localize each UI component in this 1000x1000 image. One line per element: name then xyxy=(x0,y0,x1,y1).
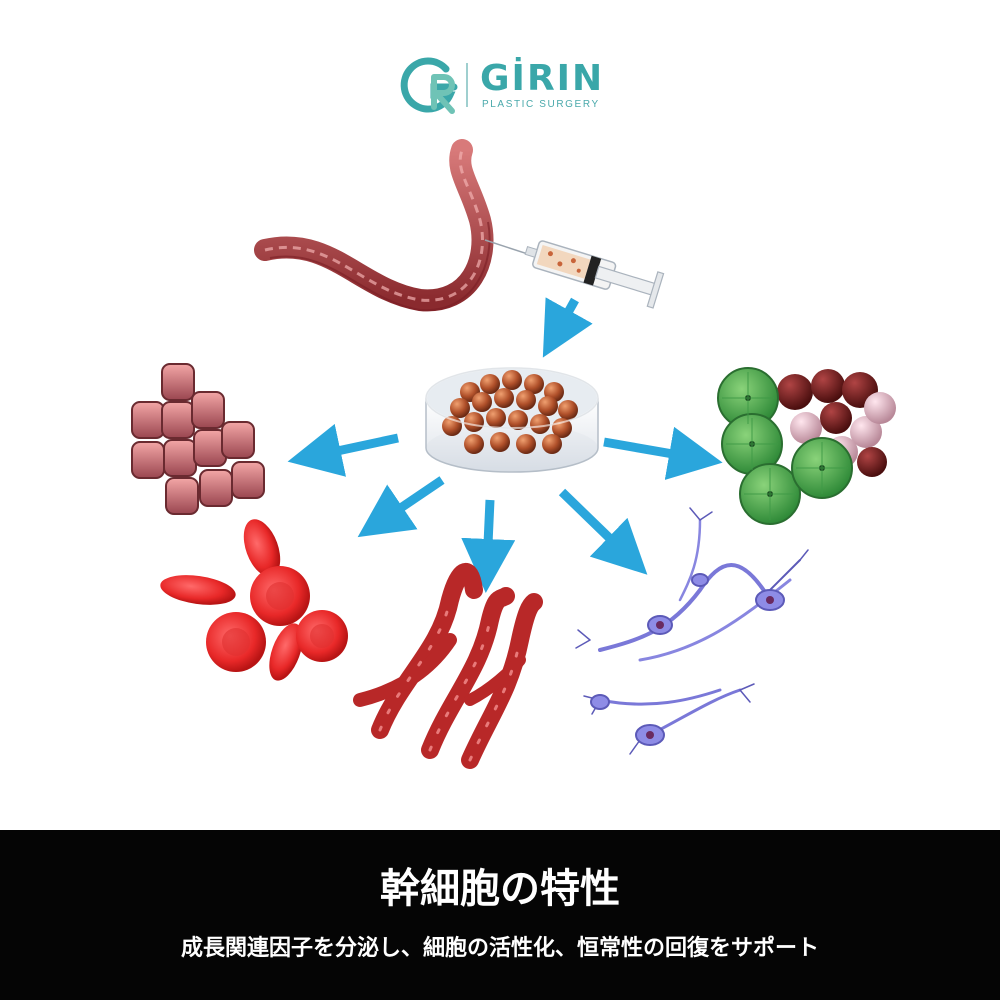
caption-subtitle: 成長関連因子を分泌し、細胞の活性化、恒常性の回復をサポート xyxy=(180,936,819,961)
stem-cells-cluster xyxy=(442,370,578,454)
stem-cell-diagram xyxy=(131,57,896,769)
flow-arrows xyxy=(287,297,723,593)
petri-dish-icon xyxy=(425,367,599,473)
blood-vessels-icon xyxy=(353,562,543,769)
logo-tagline: PLASTIC SURGERY xyxy=(482,99,600,110)
neuron-cells-icon xyxy=(575,507,809,755)
logo-divider xyxy=(466,63,468,107)
arrow-syringe-to-dish xyxy=(542,297,593,358)
red-blood-cells-icon xyxy=(160,519,348,681)
arrow-dish-to-vessels xyxy=(461,499,516,593)
caption-banner: 幹細胞の特性 成長関連因子を分泌し、細胞の活性化、恒常性の回復をサポート xyxy=(0,830,1000,1000)
arrow-dish-to-rbc xyxy=(357,476,445,538)
arrow-dish-to-epithelial xyxy=(287,423,399,477)
logo-brand-name: GİRIN xyxy=(480,58,605,99)
caption-title: 幹細胞の特性 xyxy=(380,866,620,912)
arrow-dish-to-immune xyxy=(603,426,723,480)
syringe-icon xyxy=(524,240,665,309)
diagram-canvas xyxy=(131,57,896,769)
muscle-fiber-icon xyxy=(254,139,541,312)
logo-mark-icon xyxy=(400,57,458,114)
immune-cells-icon xyxy=(717,367,896,525)
arrow-dish-to-neurons xyxy=(558,488,648,575)
brand-logo: GR GİRIN PLASTIC SURGERY xyxy=(400,55,610,115)
epithelial-cells-icon xyxy=(131,363,265,515)
